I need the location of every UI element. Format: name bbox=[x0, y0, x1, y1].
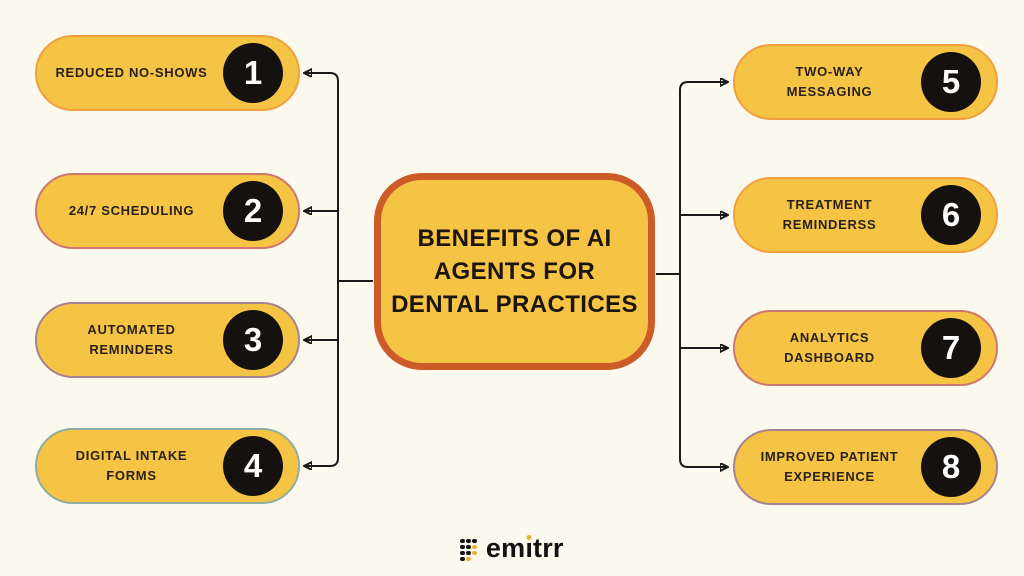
number-badge: 6 bbox=[921, 185, 981, 245]
right-branch-5-arrow bbox=[679, 82, 727, 91]
emitrr-dots-icon bbox=[460, 538, 477, 562]
left-branch-4-arrow bbox=[305, 457, 339, 466]
number-badge: 5 bbox=[921, 52, 981, 112]
benefit-label: DIGITAL INTAKE FORMS bbox=[75, 447, 188, 483]
benefit-pill-treatment-reminders: TREATMENT REMINDERSS 6 bbox=[733, 177, 998, 253]
benefit-label: ANALYTICS DASHBOARD bbox=[784, 329, 875, 365]
number-badge: 7 bbox=[921, 318, 981, 378]
benefit-label: IMPROVED PATIENT EXPERIENCE bbox=[760, 448, 899, 484]
number-badge: 3 bbox=[223, 310, 283, 370]
central-topic-node: BENEFITS OF AI AGENTS FOR DENTAL PRACTIC… bbox=[374, 173, 655, 370]
benefit-pill-two-way-messaging: TWO-WAY MESSAGING 5 bbox=[733, 44, 998, 120]
benefit-label: REDUCED NO-SHOWS bbox=[55, 64, 208, 80]
benefit-label: TWO-WAY MESSAGING bbox=[786, 63, 873, 99]
benefit-pill-digital-intake-forms: DIGITAL INTAKE FORMS 4 bbox=[35, 428, 300, 504]
left-branch-1-arrow bbox=[305, 73, 339, 82]
right-branch-8-arrow bbox=[679, 458, 727, 467]
i-tittle-dot bbox=[526, 535, 532, 540]
benefit-pill-analytics-dashboard: ANALYTICS DASHBOARD 7 bbox=[733, 310, 998, 386]
benefit-label: TREATMENT REMINDERSS bbox=[782, 196, 877, 232]
number-badge: 8 bbox=[921, 437, 981, 497]
benefit-pill-reduced-no-shows: REDUCED NO-SHOWS 1 bbox=[35, 35, 300, 111]
benefit-pill-improved-patient-experience: IMPROVED PATIENT EXPERIENCE 8 bbox=[733, 429, 998, 505]
central-title-line: AGENTS FOR bbox=[433, 257, 596, 285]
number-badge: 2 bbox=[223, 181, 283, 241]
benefit-label: 24/7 SCHEDULING bbox=[68, 202, 195, 218]
benefit-label: AUTOMATED REMINDERS bbox=[87, 321, 176, 357]
benefit-pill-automated-reminders: AUTOMATED REMINDERS 3 bbox=[35, 302, 300, 378]
central-title-line: DENTAL PRACTICES bbox=[391, 291, 638, 319]
number-badge: 1 bbox=[223, 43, 283, 103]
benefit-pill-247-scheduling: 24/7 SCHEDULING 2 bbox=[35, 173, 300, 249]
number-badge: 4 bbox=[223, 436, 283, 496]
central-title-line: BENEFITS OF AI bbox=[417, 224, 612, 252]
